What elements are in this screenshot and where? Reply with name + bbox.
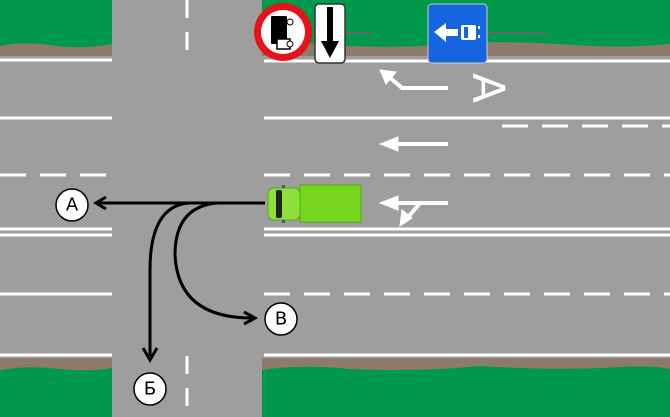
bus-lane-sign <box>427 3 488 64</box>
truck <box>267 184 362 223</box>
road-arrow-markings: А <box>378 69 514 228</box>
label-v: В <box>264 302 298 336</box>
left-turn-road-arrow <box>386 74 448 90</box>
arrow-to-b <box>148 201 191 356</box>
maneuver-arrows <box>93 195 265 363</box>
label-a: А <box>55 188 89 222</box>
arrow-to-v <box>173 201 253 320</box>
label-b-text: Б <box>144 379 156 400</box>
lane-letter-marking: А <box>463 73 514 103</box>
label-a-text: А <box>66 195 79 216</box>
bottom-roadside <box>0 358 670 417</box>
signs <box>254 3 547 64</box>
lane-direction-plate <box>314 3 346 64</box>
no-trucks-sign <box>254 3 312 61</box>
label-b: Б <box>133 372 167 406</box>
label-v-text: В <box>275 309 287 330</box>
